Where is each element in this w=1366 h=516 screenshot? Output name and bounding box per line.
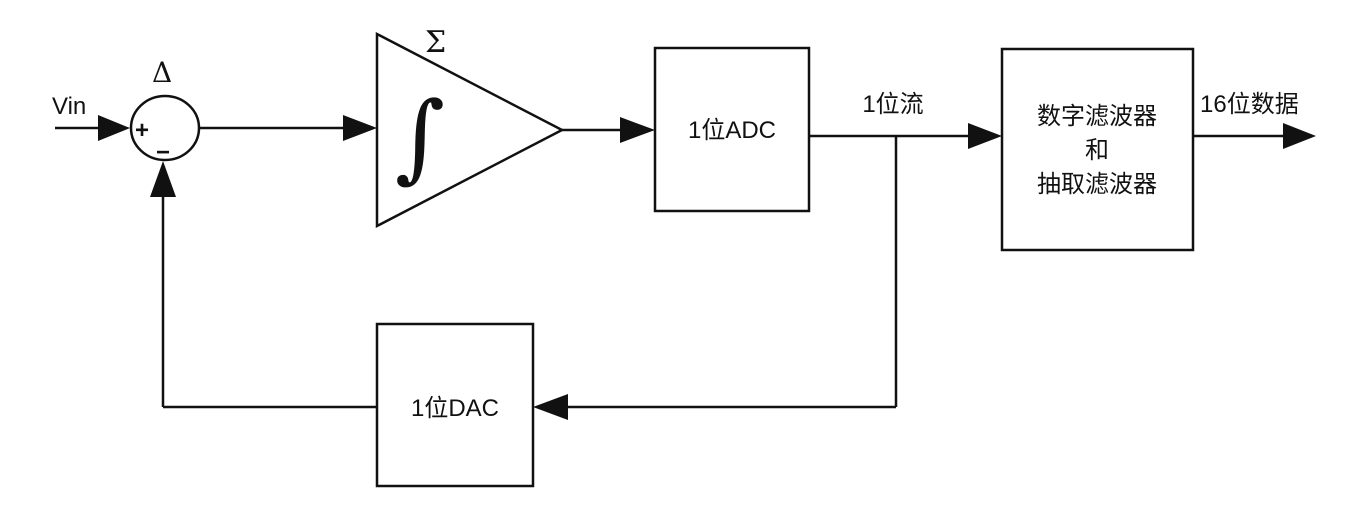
- integrator-input-arrow: [343, 115, 377, 141]
- input-label: Vin: [52, 93, 86, 120]
- filter-label-line3: 抽取滤波器: [1037, 171, 1157, 198]
- plus-sign: +: [135, 117, 149, 144]
- feedback-arrow: [150, 161, 176, 197]
- filter-label-line1: 数字滤波器: [1037, 103, 1157, 130]
- adc-block: [653, 46, 811, 213]
- filter-block: [1000, 47, 1195, 252]
- filter-input-arrow: [968, 123, 1002, 149]
- output-arrow: [1283, 123, 1316, 149]
- integrator-triangle: [375, 31, 565, 229]
- dac-block: [375, 322, 535, 488]
- dac-input-arrow: [533, 394, 568, 420]
- input-arrow: [98, 115, 130, 141]
- integral-symbol: ∫: [395, 81, 445, 193]
- output-label: 16位数据: [1200, 91, 1299, 118]
- dac-label: 1位DAC: [411, 395, 499, 422]
- bitstream-label: 1位流: [862, 91, 923, 118]
- sigma-symbol: Σ: [425, 25, 446, 60]
- adc-label: 1位ADC: [688, 117, 776, 144]
- delta-symbol: Δ: [152, 56, 172, 89]
- filter-label-line2: 和: [1085, 137, 1109, 164]
- adc-input-arrow: [620, 117, 655, 143]
- minus-sign: −: [156, 139, 170, 166]
